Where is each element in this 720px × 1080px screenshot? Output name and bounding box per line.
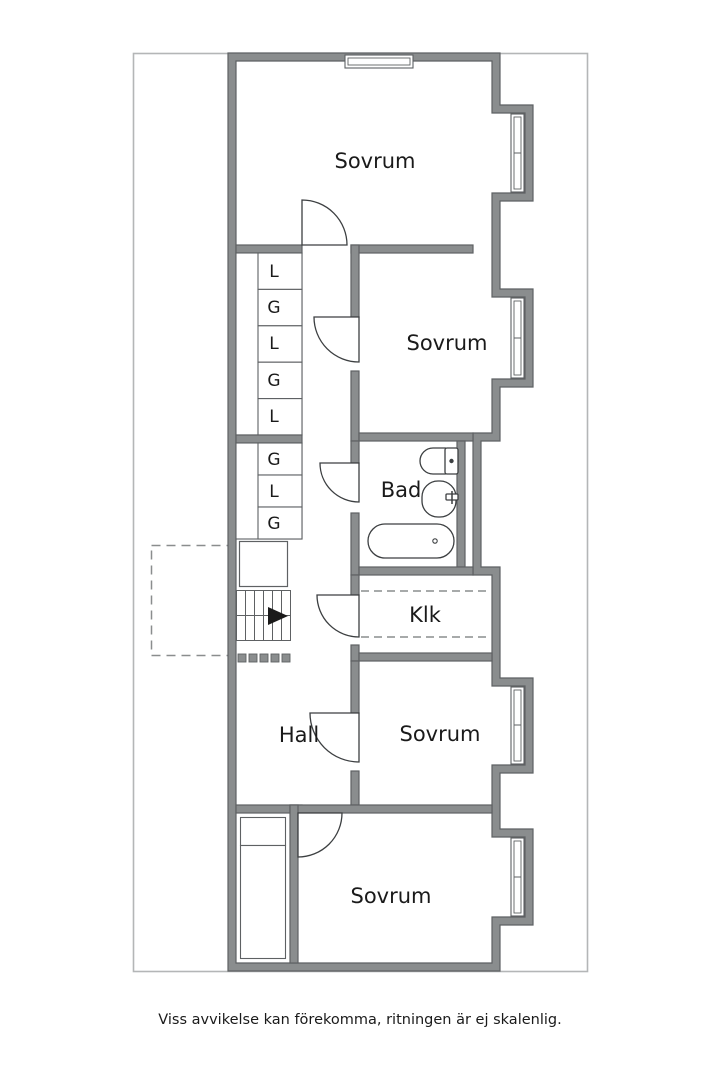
disclaimer-caption: Viss avvikelse kan förekomma, ritningen …: [158, 1012, 561, 1028]
stair-bottom-blocks: [237, 653, 291, 663]
klk-shelving: [361, 590, 490, 638]
sink-fixture: [421, 480, 459, 518]
dashed-extension-area: [150, 544, 230, 657]
closet-label: L: [269, 262, 279, 282]
closet-label: G: [267, 371, 280, 391]
closet-cell: [257, 506, 303, 540]
door-bad: [319, 462, 360, 503]
room-label-sovrum-2: Sovrum: [406, 331, 487, 355]
room-label-klk: Klk: [409, 603, 442, 627]
closet-cell: [257, 325, 303, 363]
door-sovrum-1: [301, 199, 348, 246]
closet-cell: [239, 844, 287, 960]
staircase: [236, 540, 291, 663]
room-label-bad: Bad: [381, 478, 422, 502]
closet-cell: [257, 361, 303, 400]
stair-direction-arrow: [268, 607, 288, 625]
closet-label: L: [269, 334, 279, 354]
closet-cell: [257, 442, 303, 476]
door-klk: [316, 594, 360, 638]
closet-label: L: [269, 482, 279, 502]
room-label-hall: Hall: [279, 723, 319, 747]
bathtub-fixture: [367, 523, 455, 559]
closet-label: G: [267, 298, 280, 318]
stair-landing: [238, 540, 289, 588]
door-sovrum-3: [309, 712, 360, 763]
closet-column: L G L G L G L G: [235, 252, 303, 540]
door-sovrum-4: [297, 812, 343, 858]
closet-divider-wall: [235, 434, 303, 444]
closet-label: G: [267, 514, 280, 534]
room-label-sovrum-1: Sovrum: [334, 149, 415, 173]
closet-cell: [257, 398, 303, 436]
toilet-fixture: [419, 447, 459, 475]
room-label-sovrum-4: Sovrum: [350, 884, 431, 908]
window-right-1: [510, 113, 525, 193]
closet-cell: [257, 288, 303, 327]
bottom-left-closet: [239, 816, 287, 960]
closet-cell: [257, 252, 303, 290]
closet-cell: [257, 474, 303, 508]
room-label-sovrum-3: Sovrum: [399, 722, 480, 746]
window-top: [344, 54, 414, 69]
closet-cell: [239, 816, 287, 847]
window-right-2: [510, 297, 525, 379]
window-right-3: [510, 686, 525, 765]
door-sovrum-2: [313, 316, 360, 363]
closet-label: G: [267, 450, 280, 470]
window-right-4: [510, 837, 525, 917]
wall-structure: [227, 52, 534, 972]
bathroom-fixtures: [367, 447, 459, 559]
closet-label: L: [269, 407, 279, 427]
